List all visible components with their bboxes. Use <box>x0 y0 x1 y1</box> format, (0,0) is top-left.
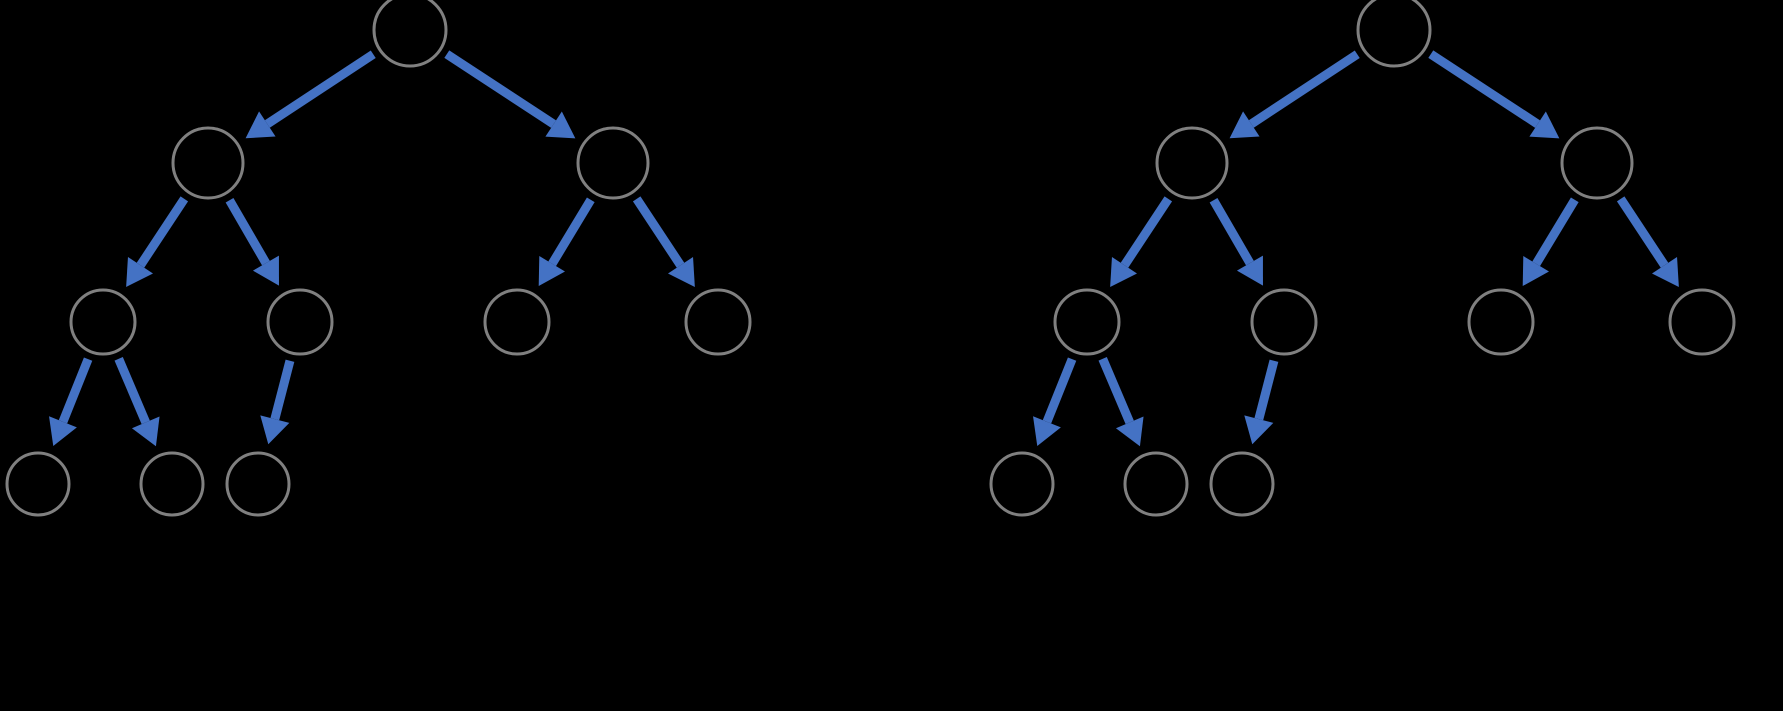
edge-level2l-to-level3-1-arrow-icon <box>1110 196 1173 287</box>
level3-node-1[interactable] <box>69 288 137 356</box>
edge-level3-1-to-level4-2-arrow-icon <box>1098 357 1144 447</box>
level3-node-3[interactable] <box>1467 288 1535 356</box>
level2-node-right[interactable] <box>1560 126 1634 200</box>
level4-node-2[interactable] <box>139 451 205 517</box>
edge-level2l-to-level3-1-arrow-icon <box>126 196 189 287</box>
root-node[interactable] <box>1356 0 1432 68</box>
level4-node-3[interactable] <box>225 451 291 517</box>
edge-level2l-to-level3-2-arrow-icon <box>1209 197 1263 286</box>
edge-level3-2-to-level4-3-arrow-icon <box>1244 359 1279 445</box>
level3-node-4[interactable] <box>684 288 752 356</box>
level2-node-left[interactable] <box>171 126 245 200</box>
level3-node-3[interactable] <box>483 288 551 356</box>
edge-root-to-level2-left-arrow-icon <box>245 50 376 139</box>
level3-node-2[interactable] <box>266 288 334 356</box>
edge-level2l-to-level3-2-arrow-icon <box>225 197 279 286</box>
root-node[interactable] <box>372 0 448 68</box>
node-layer <box>5 0 752 517</box>
edge-layer <box>1033 50 1679 447</box>
level3-node-2[interactable] <box>1250 288 1318 356</box>
left-tree <box>5 0 752 517</box>
edge-level2r-to-level3-3-arrow-icon <box>538 197 595 287</box>
edge-level3-2-to-level4-3-arrow-icon <box>260 359 295 445</box>
node-layer <box>989 0 1736 517</box>
level4-node-2[interactable] <box>1123 451 1189 517</box>
level3-node-4[interactable] <box>1668 288 1736 356</box>
right-tree <box>989 0 1736 517</box>
edge-level3-1-to-level4-1-arrow-icon <box>1033 357 1077 446</box>
level4-node-1[interactable] <box>989 451 1055 517</box>
level2-node-left[interactable] <box>1155 126 1229 200</box>
level4-node-1[interactable] <box>5 451 71 517</box>
level4-node-3[interactable] <box>1209 451 1275 517</box>
level3-node-1[interactable] <box>1053 288 1121 356</box>
edge-level2r-to-level3-4-arrow-icon <box>1616 196 1679 287</box>
edge-root-to-level2-right-arrow-icon <box>444 50 576 139</box>
edge-level3-1-to-level4-2-arrow-icon <box>114 357 160 447</box>
edge-level3-1-to-level4-1-arrow-icon <box>49 357 93 446</box>
level2-node-right[interactable] <box>576 126 650 200</box>
edge-level2r-to-level3-3-arrow-icon <box>1522 197 1579 287</box>
edge-root-to-level2-left-arrow-icon <box>1229 50 1360 139</box>
edge-layer <box>49 50 695 447</box>
edge-level2r-to-level3-4-arrow-icon <box>632 196 695 287</box>
edge-root-to-level2-right-arrow-icon <box>1428 50 1560 139</box>
